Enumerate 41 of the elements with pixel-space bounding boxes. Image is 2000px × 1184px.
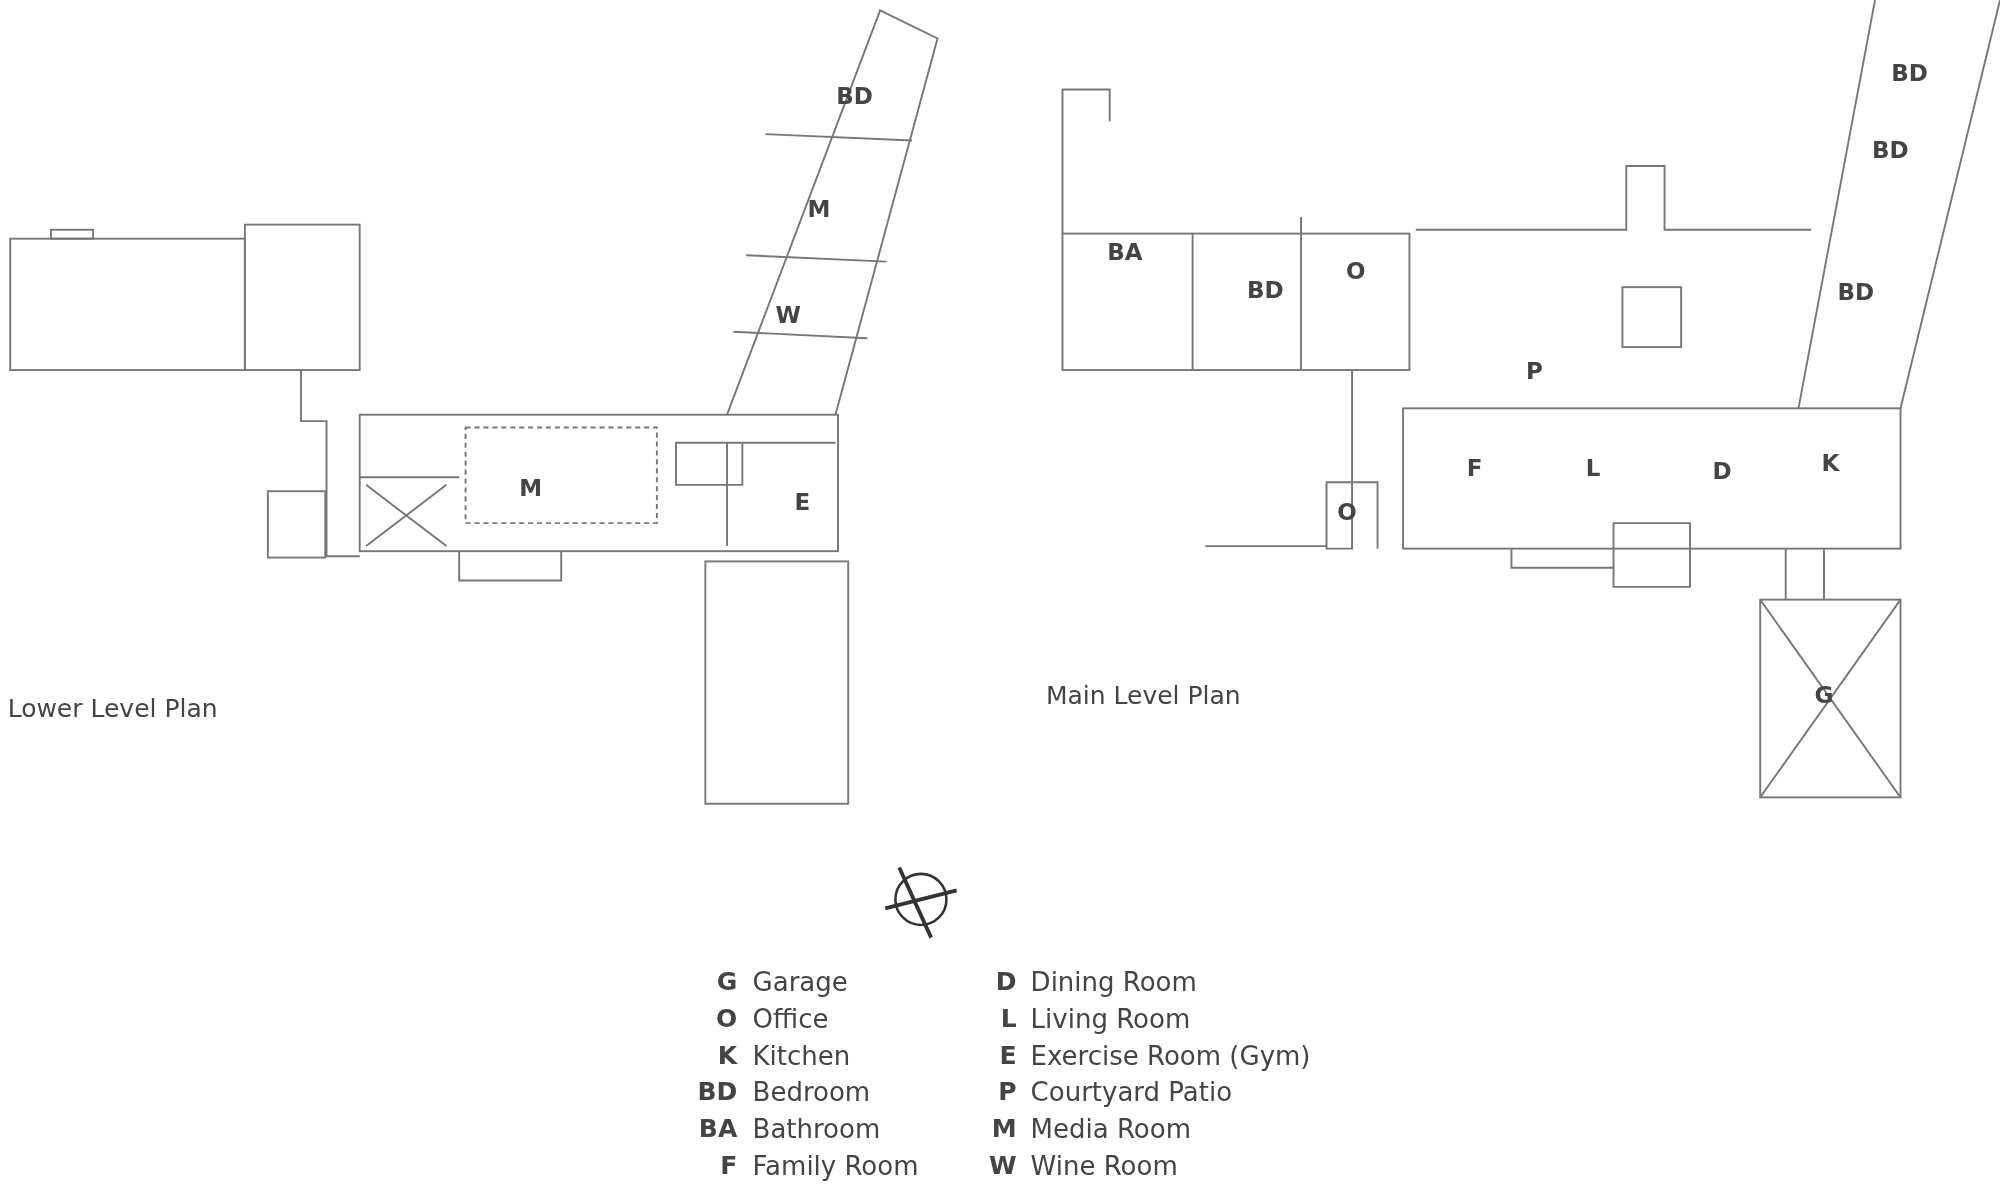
room-label: BA <box>1107 239 1143 266</box>
legend-text: Family Room <box>752 1151 919 1181</box>
legend-text: Media Room <box>1030 1115 1191 1144</box>
room-label: D <box>1712 459 1732 485</box>
room-label: M <box>807 197 831 224</box>
room-label: M <box>519 475 543 502</box>
room-label: W <box>775 303 801 329</box>
legend-text: Bedroom <box>752 1078 871 1107</box>
legend-text: Kitchen <box>752 1041 851 1071</box>
legend-code: D <box>995 968 1017 996</box>
plan-title: Lower Level Plan <box>7 695 218 723</box>
legend-text: Exercise Room (Gym) <box>1030 1041 1311 1071</box>
legend-text: Office <box>752 1004 829 1034</box>
legend-text: Wine Room <box>1030 1151 1178 1181</box>
legend-code: M <box>991 1115 1017 1143</box>
room-label: F <box>1466 456 1483 482</box>
room-label: BD <box>1872 137 1909 164</box>
legend-text: Living Room <box>1030 1004 1191 1034</box>
room-label: BD <box>1891 61 1928 87</box>
legend-code: O <box>715 1004 738 1033</box>
room-label: L <box>1585 456 1601 482</box>
legend-text: Courtyard Patio <box>1030 1078 1233 1107</box>
room-label: BD <box>1837 280 1875 306</box>
legend-text: Bathroom <box>752 1115 881 1144</box>
legend-text: Dining Room <box>1030 968 1197 997</box>
legend-code: E <box>999 1041 1017 1070</box>
legend-code: BD <box>697 1078 738 1106</box>
legend-code: L <box>1000 1004 1017 1033</box>
legend-code: W <box>989 1151 1017 1180</box>
room-label: P <box>1526 359 1543 386</box>
legend-code: P <box>998 1078 1017 1106</box>
room-label: K <box>1821 451 1840 477</box>
legend-text: Garage <box>752 968 848 997</box>
room-label: E <box>794 489 811 516</box>
legend-code: G <box>716 968 738 996</box>
room-label: O <box>1346 259 1366 285</box>
plan-title: Main Level Plan <box>1045 682 1241 710</box>
room-label: BD <box>1247 278 1284 304</box>
legend-code: BA <box>698 1115 738 1143</box>
legend-code: F <box>720 1151 738 1180</box>
legend-code: K <box>717 1041 738 1070</box>
